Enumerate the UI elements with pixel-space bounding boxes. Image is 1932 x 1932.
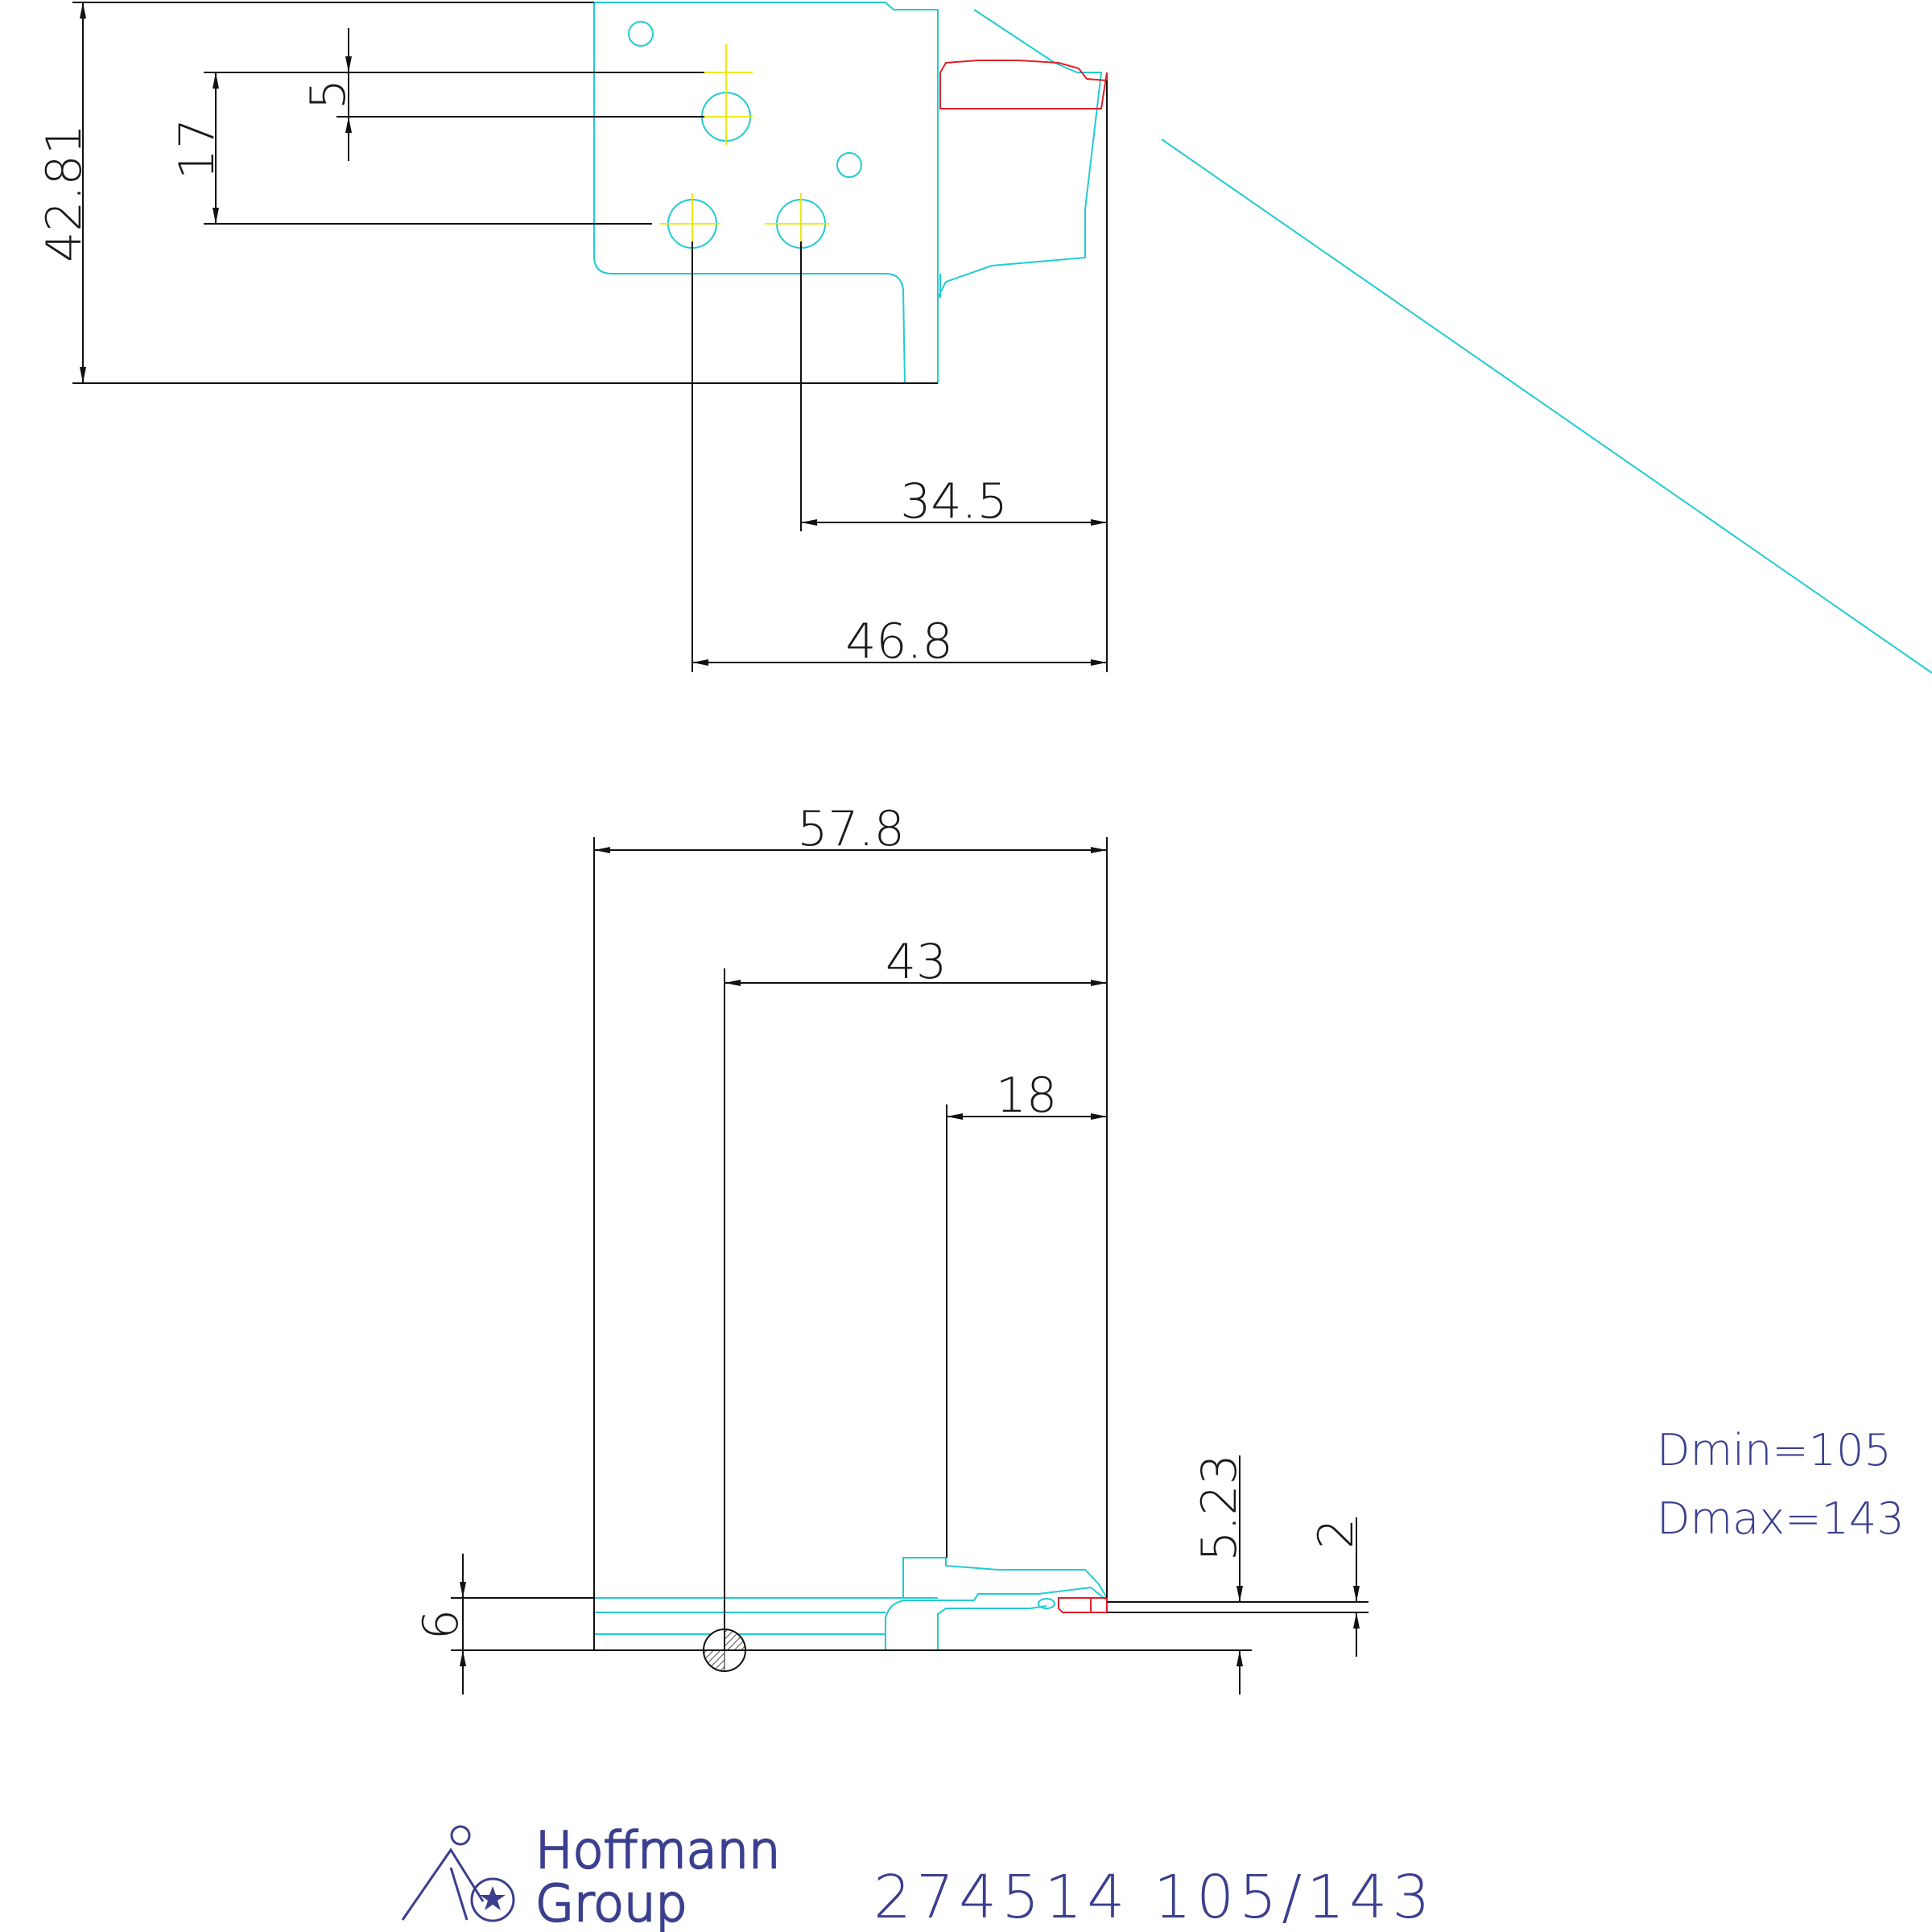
bottom-top-outline bbox=[902, 1557, 1108, 1599]
projection-line bbox=[1161, 138, 1932, 674]
dim-57-8: 57.8 bbox=[797, 801, 905, 857]
hole-small-right bbox=[836, 152, 862, 178]
dim-43: 43 bbox=[886, 934, 947, 990]
top-holder-outline bbox=[594, 2, 939, 383]
hole-centerlines bbox=[660, 44, 829, 250]
dim-46-8: 46.8 bbox=[845, 613, 953, 670]
bottom-inner-line bbox=[937, 1605, 1047, 1650]
top-extension-lines bbox=[72, 2, 1108, 672]
top-view: 42.81 17 5 34.5 46.8 bbox=[36, 2, 1932, 674]
part-code: 274514 105/143 bbox=[873, 1863, 1435, 1932]
dim-6: 6 bbox=[413, 1609, 469, 1640]
logo-brand-line1: Hoffmann bbox=[535, 1821, 780, 1880]
bottom-head-outline bbox=[885, 1586, 1108, 1650]
top-insert bbox=[939, 60, 1108, 109]
dim-2: 2 bbox=[1308, 1518, 1364, 1549]
dim-5: 5 bbox=[300, 79, 357, 109]
hole-small-top bbox=[628, 21, 654, 47]
coolant-hole bbox=[1038, 1598, 1055, 1609]
bottom-extension-lines bbox=[451, 837, 1368, 1651]
dim-5-23: 5.23 bbox=[1191, 1454, 1248, 1562]
top-body-outline bbox=[593, 2, 906, 384]
hoffmann-logo: Hoffmann Group bbox=[401, 1820, 782, 1932]
top-head-outline bbox=[937, 9, 1103, 299]
dim-18: 18 bbox=[996, 1067, 1057, 1124]
note-dmax: Dmax=143 bbox=[1657, 1493, 1905, 1544]
bottom-view: 57.8 43 18 6 5.23 2 bbox=[413, 801, 1368, 1695]
dim-42-81: 42.81 bbox=[36, 124, 93, 262]
bottom-insert bbox=[1058, 1597, 1108, 1613]
logo-brand-line2: Group bbox=[535, 1874, 687, 1932]
note-dmin: Dmin=105 bbox=[1657, 1425, 1892, 1476]
dim-17: 17 bbox=[169, 118, 225, 180]
logo-figure-icon bbox=[401, 1825, 515, 1922]
dim-34-5: 34.5 bbox=[900, 473, 1008, 530]
